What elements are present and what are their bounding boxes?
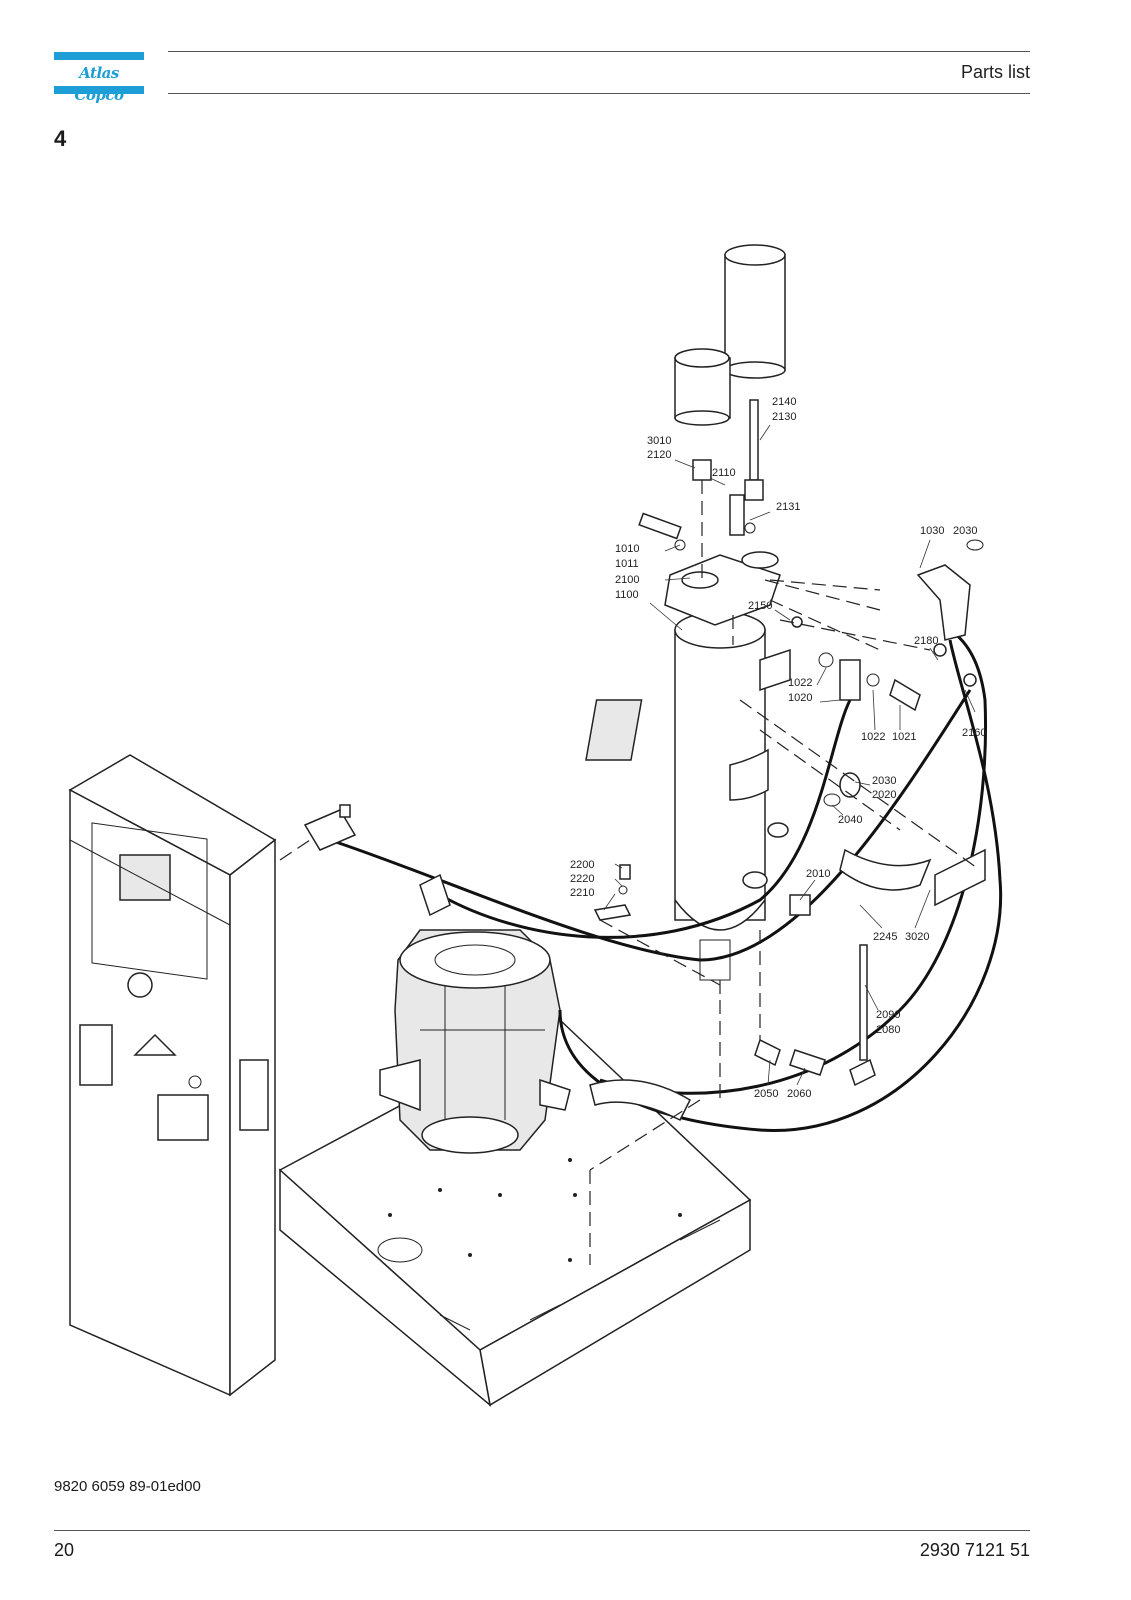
callout-2050: 2050 — [754, 1088, 778, 1100]
callout-2180: 2180 — [914, 635, 938, 647]
callout-2060: 2060 — [787, 1088, 811, 1100]
filter-head — [638, 512, 781, 626]
callout-2130: 2130 — [772, 411, 796, 423]
callout-2210: 2210 — [570, 887, 594, 899]
callout-2030-mid: 2030 — [872, 775, 896, 787]
leader-lines — [603, 424, 976, 1086]
oil-filter — [674, 348, 731, 481]
footer-rule — [54, 1530, 1030, 1531]
callout-2131: 2131 — [776, 501, 800, 513]
callout-2110: 2110 — [712, 467, 736, 479]
callout-1100: 1100 — [615, 589, 639, 601]
callout-1022-left: 1022 — [788, 677, 812, 689]
logo-bar-bottom — [54, 86, 144, 94]
callout-2120: 2120 — [647, 449, 671, 461]
compressor-motor — [379, 929, 571, 1154]
callout-2090: 2090 — [876, 1009, 900, 1021]
electric-cabinet — [68, 754, 277, 1397]
document-code: 9820 6059 89-01ed00 — [54, 1478, 201, 1495]
fittings — [303, 494, 986, 1122]
callout-2100: 2100 — [615, 574, 639, 586]
callout-1011: 1011 — [615, 558, 639, 570]
callout-2080: 2080 — [876, 1024, 900, 1036]
callout-2140: 2140 — [772, 396, 796, 408]
document-number: 2930 7121 51 — [919, 1540, 1030, 1560]
callout-3010: 3010 — [647, 435, 671, 447]
callout-labels: 2140 2130 3010 2120 2110 2131 1030 2030 … — [570, 396, 986, 1100]
callout-2040: 2040 — [838, 814, 862, 826]
separator-element — [724, 244, 786, 501]
header-rule-bottom — [168, 93, 1030, 94]
callout-1010: 1010 — [615, 543, 639, 555]
callout-1021: 1021 — [892, 731, 916, 743]
header-rule-top — [168, 51, 1030, 52]
callout-1020: 1020 — [788, 692, 812, 704]
callout-1022-right: 1022 — [861, 731, 885, 743]
callout-2245: 2245 — [873, 931, 897, 943]
callout-2160: 2160 — [962, 727, 986, 739]
callout-2200: 2200 — [570, 859, 594, 871]
callout-3020: 3020 — [905, 931, 929, 943]
callout-2010: 2010 — [806, 868, 830, 880]
callout-2150: 2150 — [748, 600, 772, 612]
header-title: Parts list — [960, 62, 1030, 82]
brand-logo: Atlas Copco — [54, 52, 144, 104]
assembly-lines — [279, 480, 981, 1265]
section-number: 4 — [54, 126, 67, 151]
page-number: 20 — [54, 1540, 75, 1560]
separator-vessel — [585, 611, 791, 981]
callout-1030: 1030 — [920, 525, 944, 537]
callout-2020: 2020 — [872, 789, 896, 801]
logo-bar-top — [54, 52, 144, 60]
callout-2030-top: 2030 — [953, 525, 977, 537]
callout-2220: 2220 — [570, 873, 594, 885]
